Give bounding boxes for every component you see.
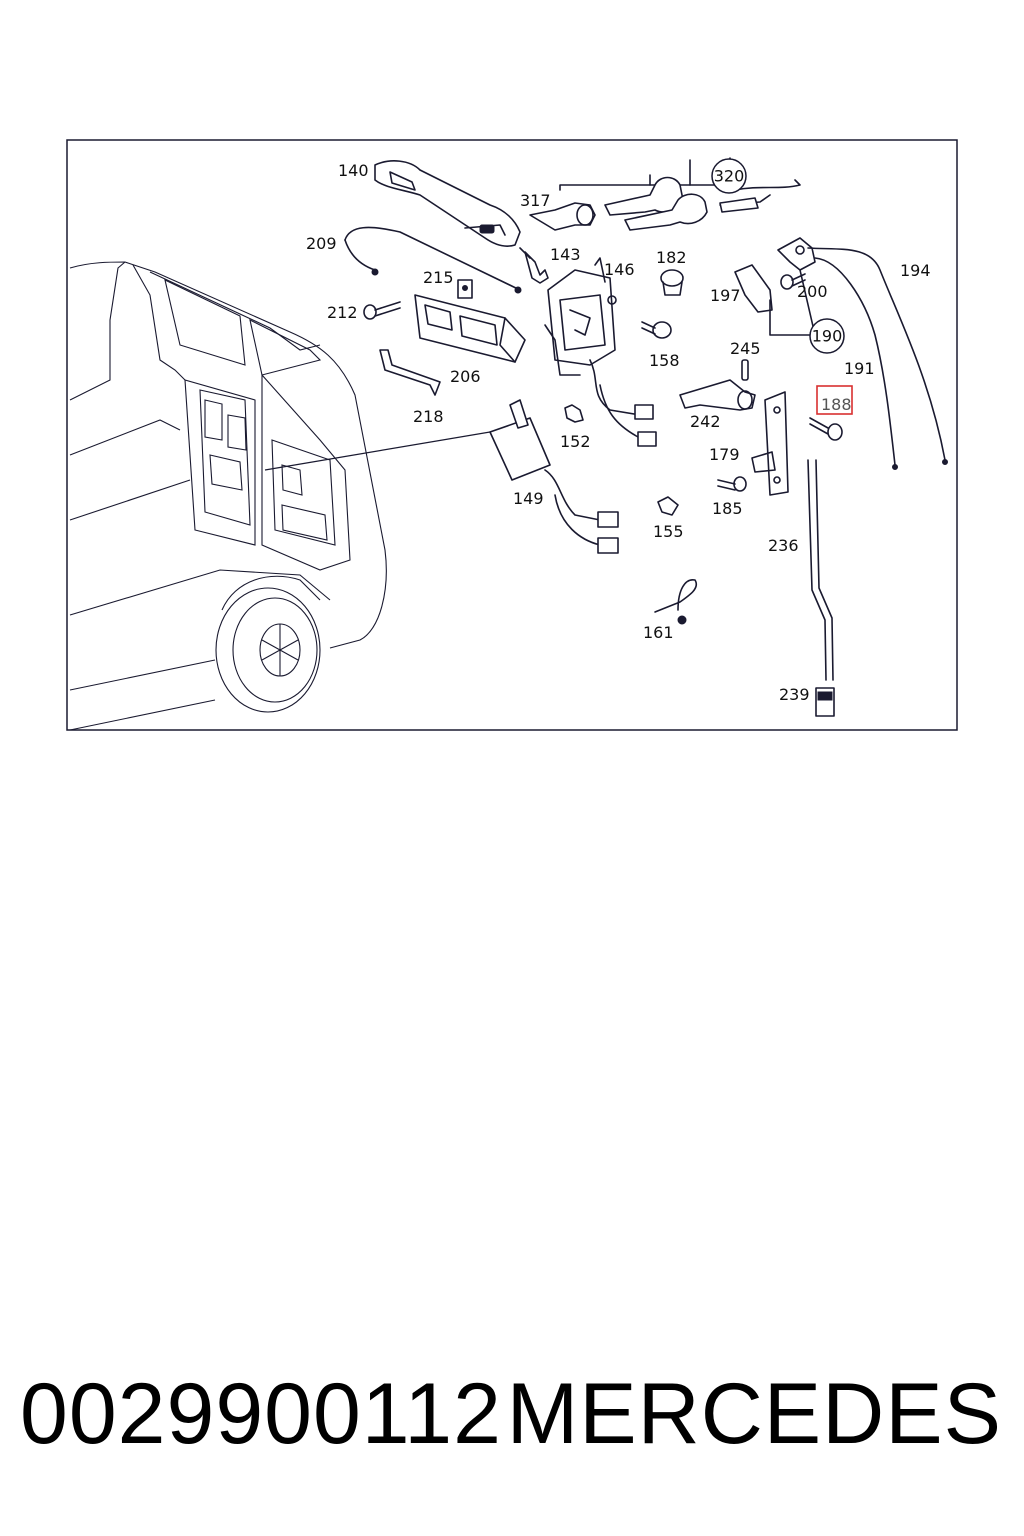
label-212: 212 xyxy=(327,303,358,322)
label-215: 215 xyxy=(423,268,454,287)
label-206: 206 xyxy=(450,367,481,386)
part-185-screw xyxy=(717,476,747,492)
part-200-screw xyxy=(780,273,806,290)
label-209: 209 xyxy=(306,234,337,253)
part-number: 0029900112 xyxy=(20,1366,502,1462)
label-185: 185 xyxy=(712,499,743,518)
label-191: 191 xyxy=(844,359,875,378)
label-190: 190 xyxy=(812,327,843,346)
part-161-cable-tie xyxy=(654,579,698,625)
part-140-outer-handle xyxy=(374,160,521,247)
footer: 0029900112 MERCEDES xyxy=(0,1365,1024,1475)
parts-diagram: 320 190 140 317 209 143 182 194 215 146 … xyxy=(66,139,958,731)
label-152: 152 xyxy=(560,432,591,451)
part-146-wiring xyxy=(589,359,657,447)
part-149-actuator xyxy=(489,399,619,554)
label-143: 143 xyxy=(550,245,581,264)
label-149: 149 xyxy=(513,489,544,508)
label-161: 161 xyxy=(643,623,674,642)
part-218-grip xyxy=(379,349,441,396)
label-236: 236 xyxy=(768,536,799,555)
part-155-clip xyxy=(657,496,679,516)
part-215-clip xyxy=(457,279,473,299)
highlight-box-188 xyxy=(816,385,853,415)
part-194-cables xyxy=(807,247,948,470)
circle-190 xyxy=(809,318,845,354)
label-317: 317 xyxy=(520,191,551,210)
label-218: 218 xyxy=(413,407,444,426)
label-182: 182 xyxy=(656,248,687,267)
part-212-screw xyxy=(363,301,401,320)
label-188: 188 xyxy=(821,395,852,414)
label-245: 245 xyxy=(730,339,761,358)
part-245-pin xyxy=(741,359,749,381)
part-197-cover xyxy=(734,264,773,313)
part-179-latch-plate xyxy=(751,391,789,496)
part-146-lock-mechanism xyxy=(544,257,617,376)
label-158: 158 xyxy=(649,351,680,370)
part-182-clip xyxy=(660,269,684,296)
label-242: 242 xyxy=(690,412,721,431)
label-320: 320 xyxy=(714,167,745,186)
part-143-screw xyxy=(519,247,549,284)
part-206-inner-handle-housing xyxy=(414,294,526,363)
part-239-bushing xyxy=(815,687,835,717)
brand-name: MERCEDES xyxy=(506,1366,1002,1462)
part-320-keys xyxy=(604,176,801,231)
label-146: 146 xyxy=(604,260,635,279)
part-152-clip xyxy=(564,404,584,423)
diagram-frame xyxy=(66,139,958,731)
label-155: 155 xyxy=(653,522,684,541)
part-209-cable xyxy=(344,226,522,294)
label-140: 140 xyxy=(338,161,369,180)
part-242-lever xyxy=(679,379,756,411)
part-190-bracket xyxy=(769,237,816,336)
part-158-screw xyxy=(641,321,672,339)
part-236-rod xyxy=(807,459,834,681)
van-illustration xyxy=(69,261,491,731)
label-200: 200 xyxy=(797,282,828,301)
label-239: 239 xyxy=(779,685,810,704)
label-194: 194 xyxy=(900,261,931,280)
circle-320 xyxy=(711,158,747,194)
part-188-screw xyxy=(809,417,843,441)
label-179: 179 xyxy=(709,445,740,464)
label-197: 197 xyxy=(710,286,741,305)
